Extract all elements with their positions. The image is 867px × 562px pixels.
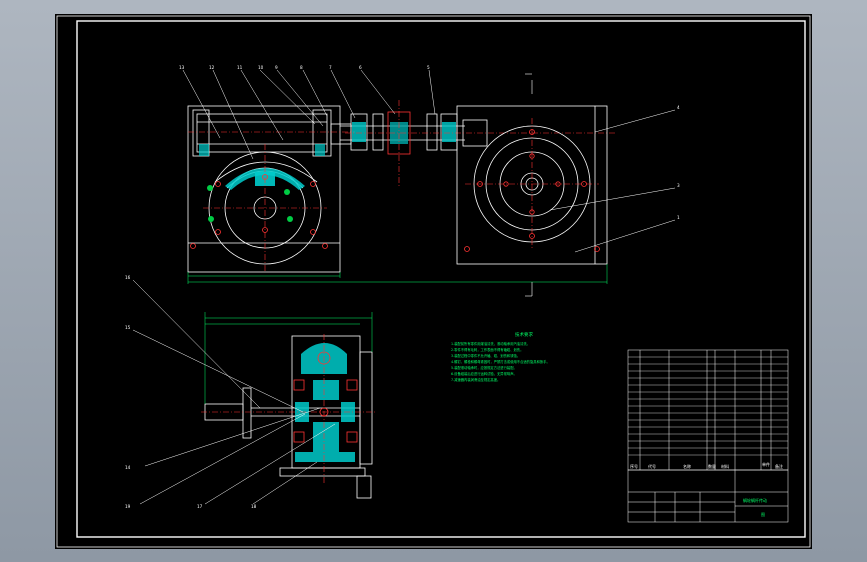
svg-text:14: 14 [125,465,131,470]
cad-drawing: 13 12 11 10 9 8 7 6 5 4 3 1 [56,15,811,548]
svg-text:17: 17 [197,504,203,509]
svg-text:13: 13 [179,65,185,70]
title-block [627,469,789,523]
side-section-hatching [295,343,355,462]
svg-text:6: 6 [359,65,362,70]
inner-border [76,20,806,538]
svg-text:19: 19 [125,504,131,509]
side-section-bearings [293,351,358,443]
title-block-text: 蜗轮蜗杆传动 图 [743,497,767,517]
side-leaders [132,279,336,505]
side-dimensions [204,312,373,404]
svg-text:18: 18 [251,504,257,509]
side-balloons: 16 15 14 19 17 18 [125,275,257,509]
left-gearbox-bolts [190,174,328,249]
svg-text:7: 7 [329,65,332,70]
top-dimensions [187,264,608,284]
notes-title: 技术要求 [515,331,533,338]
svg-text:11: 11 [237,65,243,70]
drawing-code: 图 [761,511,765,517]
svg-text:3: 3 [677,183,680,188]
side-section-centerlines [201,334,377,484]
svg-text:8: 8 [300,65,303,70]
outer-border [56,15,811,548]
header-col: 数量 [708,463,716,469]
header-col: 代号 [648,463,656,469]
note-line: 1.装配前所有零件用煤油清洗，滚动轴承用汽油清洗。 [451,341,530,346]
note-line: 6.设备组装后应进行运转试验，无异常响声。 [451,371,517,376]
header-col: 备注 [775,463,783,469]
svg-text:16: 16 [125,275,131,280]
technical-notes: 技术要求 1.装配前所有零件用煤油清洗，滚动轴承用汽油清洗。 2.零件不得有毛刺… [451,331,550,382]
parts-list-rows [628,356,788,456]
coupling-hatching [352,122,456,144]
drawing-sheet: 13 12 11 10 9 8 7 6 5 4 3 1 [55,14,812,549]
note-line: 7.减速器内装润滑油至规定高度。 [451,377,500,382]
parts-list-header: 序号 代号 名称 数量 材料 单件 备注 [630,461,783,469]
left-gearbox-hatching [199,144,325,222]
svg-text:5: 5 [427,65,430,70]
svg-text:10: 10 [258,65,264,70]
note-line: 2.零件不得有毛刺，工作表面不得有磕碰、划伤。 [451,347,523,352]
section-markers [525,73,533,297]
top-leaders [182,69,676,253]
svg-text:15: 15 [125,325,131,330]
right-motor-centerlines [465,118,599,250]
svg-text:4: 4 [677,105,680,110]
note-line: 3.装配过程中零件不允许磕、碰、划伤和锈蚀。 [451,353,520,358]
drawing-name: 蜗轮蜗杆传动 [743,497,767,503]
left-gearbox-centerlines [188,131,355,272]
header-col: 序号 [630,463,638,469]
svg-text:9: 9 [275,65,278,70]
header-col: 名称 [683,463,691,469]
svg-text:12: 12 [209,65,215,70]
note-line: 5.装配滚动轴承时，应按规定方法进行装配。 [451,365,517,370]
shaft-centerline [345,100,615,186]
note-line: 4.螺钉、螺栓和螺母紧固时，严禁打击或使用不合适的旋具和扳手。 [451,359,550,364]
parts-list [627,349,789,471]
svg-text:1: 1 [677,215,680,220]
header-col: 材料 [721,463,729,469]
header-col: 单件 [762,461,770,467]
top-balloons: 13 12 11 10 9 8 7 6 5 4 3 1 [179,65,680,220]
